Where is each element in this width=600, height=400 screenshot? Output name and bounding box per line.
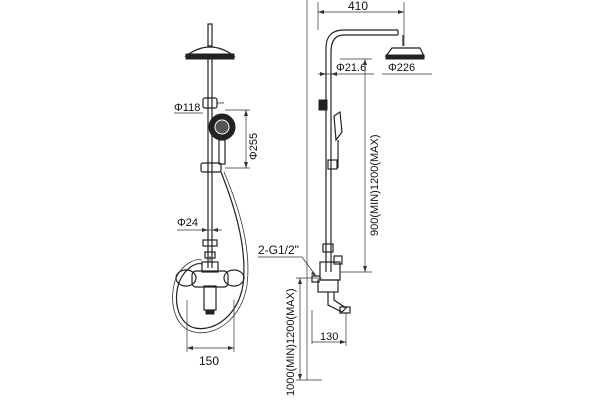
side-hand-shower <box>333 110 343 168</box>
label-head-dia-front: Φ118 <box>174 102 200 114</box>
dim-hand-shower-height: Φ255 <box>225 109 260 169</box>
dim-spout-offset: 130 <box>311 310 347 346</box>
label-hand-shower-height: Φ255 <box>248 133 260 160</box>
label-mount-height: 1000(MIN)1200(MAX) <box>285 288 297 396</box>
label-overall-width: 410 <box>348 0 368 13</box>
side-view: 410 Φ21.6 Φ226 900(MIN)1200(MAX) 2-G1/2" <box>258 0 432 396</box>
dim-spout-reach: 150 <box>186 300 235 368</box>
front-view: Φ118 Φ255 Φ24 150 <box>172 23 260 368</box>
label-riser-height: 900(MIN)1200(MAX) <box>369 135 381 236</box>
side-slider-holder <box>327 159 338 170</box>
dim-inlet: 2-G1/2" <box>258 243 317 277</box>
dim-riser-height: 900(MIN)1200(MAX) <box>340 58 381 273</box>
side-upper-bracket <box>318 99 328 111</box>
front-rain-shower-head <box>184 23 236 60</box>
front-mixer-body <box>175 251 245 315</box>
dim-overall-width: 410 <box>317 0 405 46</box>
front-slider-holder <box>200 162 222 173</box>
label-inlet: 2-G1/2" <box>258 243 299 257</box>
front-hand-shower <box>208 113 236 165</box>
side-riser-pipe <box>325 29 404 272</box>
side-lower-bracket <box>322 243 334 253</box>
dim-head-dia-front: Φ118 <box>174 102 203 114</box>
label-spout-reach: 150 <box>199 354 219 368</box>
side-rain-shower-head <box>384 47 425 60</box>
front-lower-bracket <box>202 239 218 247</box>
label-head-dia-side: Φ226 <box>388 62 415 74</box>
front-upper-bracket <box>202 97 224 109</box>
dim-pipe-dia: Φ24 <box>177 217 222 232</box>
dim-mount-height: 1000(MIN)1200(MAX) <box>285 277 322 396</box>
label-pipe-dia-side: Φ21.6 <box>336 62 366 74</box>
dim-head-dia-side: Φ226 <box>382 62 432 75</box>
label-pipe-dia: Φ24 <box>177 217 198 229</box>
label-spout-offset: 130 <box>320 331 338 343</box>
